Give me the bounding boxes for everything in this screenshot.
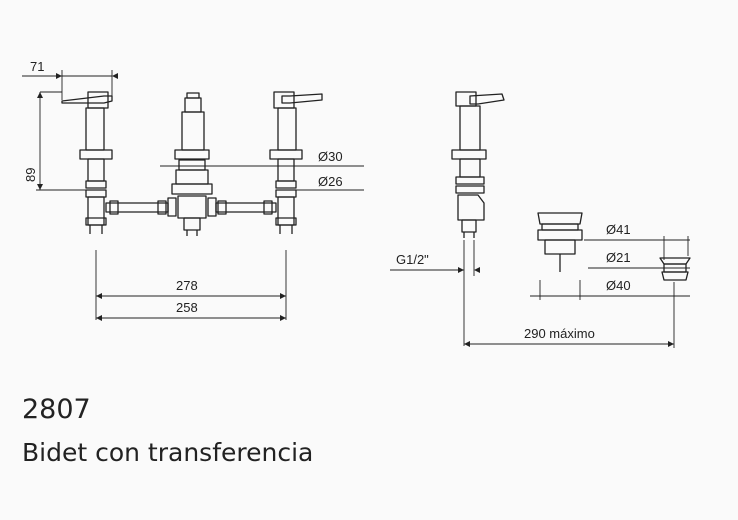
dim-body-diameter: Ø30	[318, 149, 343, 164]
dim-spout-to-drain: 290 máximo	[524, 326, 595, 341]
model-number: 2807	[22, 394, 91, 425]
drain-assembly	[537, 212, 583, 272]
dim-height: 89	[23, 168, 38, 182]
product-description: Bidet con transferencia	[22, 438, 314, 467]
side-view-valve	[451, 91, 505, 238]
left-valve	[61, 91, 113, 234]
dim-centers-min: 258	[176, 300, 198, 315]
dim-handle-offset: 71	[30, 59, 44, 74]
center-spout	[167, 92, 217, 236]
dim-drain-top-diameter: Ø41	[606, 222, 631, 237]
dim-nut-diameter: Ø26	[318, 174, 343, 189]
right-valve	[269, 91, 323, 234]
dim-drain-stem-diameter: Ø21	[606, 250, 631, 265]
dim-centers-max: 278	[176, 278, 198, 293]
dimension-arrows	[37, 73, 674, 347]
dim-drain-base-diameter: Ø40	[606, 278, 631, 293]
dimension-lines	[22, 70, 690, 348]
dim-thread: G1/2"	[396, 252, 429, 267]
drain-cap	[659, 257, 691, 281]
transfer-pipes	[105, 200, 277, 215]
